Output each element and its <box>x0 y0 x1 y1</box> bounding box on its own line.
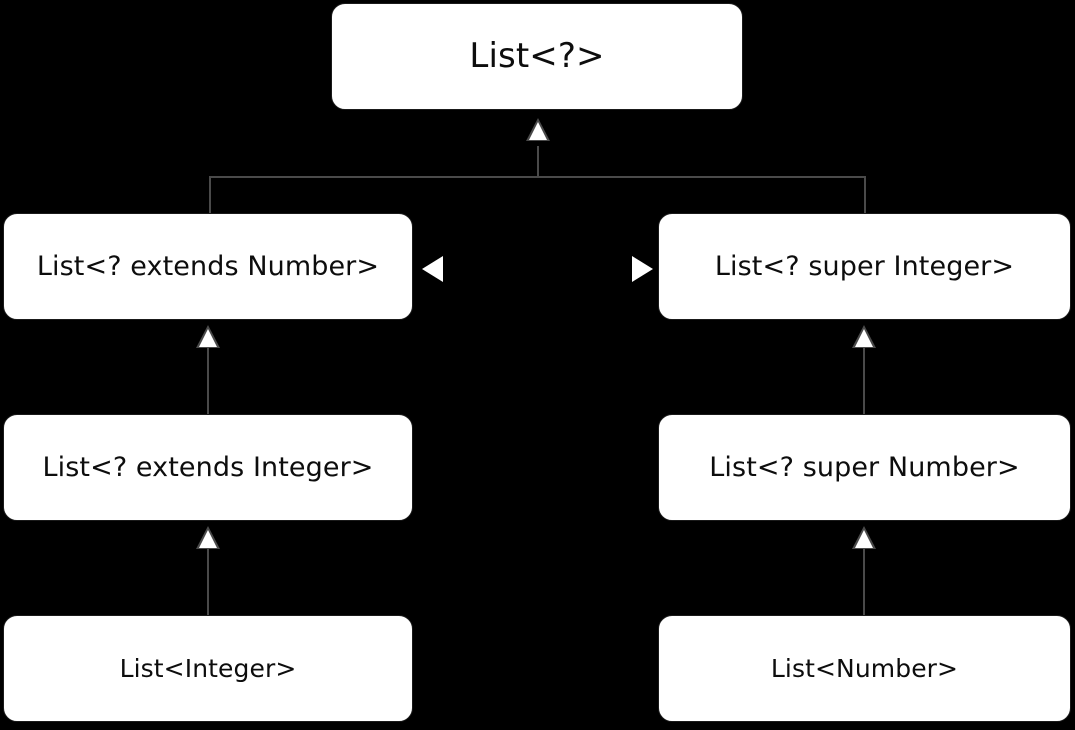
node-list-integer[interactable]: List<Integer> <box>3 615 413 722</box>
edge-super-number-to-super-integer <box>863 348 865 415</box>
node-label: List<Integer> <box>119 653 297 683</box>
edge-list-integer-to-extends-integer <box>207 549 209 616</box>
node-list-extends-integer[interactable]: List<? extends Integer> <box>3 414 413 521</box>
generalization-arrow-icon-to-root <box>526 118 550 141</box>
right-pointing-arrow-icon <box>632 256 653 282</box>
root-bracket-stem <box>537 146 539 177</box>
node-list-number[interactable]: List<Number> <box>658 615 1071 722</box>
root-bracket-horizontal <box>209 176 866 178</box>
edge-list-number-to-super-number <box>863 549 865 616</box>
node-list-super-integer[interactable]: List<? super Integer> <box>658 213 1071 320</box>
left-pointing-arrow-icon <box>422 256 443 282</box>
node-label: List<?> <box>469 35 605 76</box>
node-label: List<? extends Number> <box>36 250 380 282</box>
generalization-arrow-icon-super-integer <box>852 325 876 348</box>
generalization-arrow-icon-super-number <box>852 526 876 549</box>
node-list-wildcard[interactable]: List<?> <box>331 3 743 110</box>
generalization-arrow-icon-extends-number <box>196 325 220 348</box>
node-list-super-number[interactable]: List<? super Number> <box>658 414 1071 521</box>
root-bracket-drop-right <box>864 176 866 214</box>
root-bracket-drop-left <box>209 176 211 214</box>
node-list-extends-number[interactable]: List<? extends Number> <box>3 213 413 320</box>
node-label: List<Number> <box>770 653 959 683</box>
node-label: List<? super Number> <box>709 451 1020 483</box>
generalization-arrow-icon-extends-integer <box>196 526 220 549</box>
node-label: List<? super Integer> <box>714 250 1015 282</box>
edge-extends-integer-to-extends-number <box>207 348 209 415</box>
node-label: List<? extends Integer> <box>42 451 374 483</box>
